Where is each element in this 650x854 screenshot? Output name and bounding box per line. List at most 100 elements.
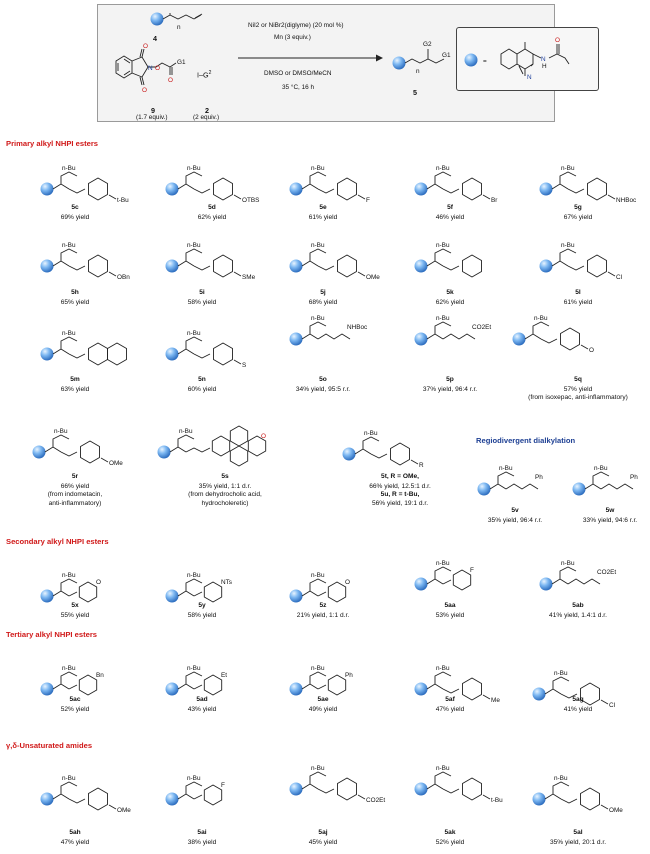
linker [370,453,388,459]
alkyl-chain [354,436,380,455]
compound-yield: 46% yield [435,213,465,221]
directing-group-sphere [414,682,428,696]
compound-id: 5c [71,204,79,211]
compound-yield: 66% yield [60,482,90,490]
alkyl-chain [52,671,78,690]
substituent-label: Et [221,672,227,679]
alkyl-chain [301,321,327,340]
compound-id: 5aa [444,602,456,609]
compound-id: 5w [605,507,615,514]
nhpi-ester-structure: O O N O O G1 [115,43,186,94]
alkyl-chain [177,171,203,190]
directing-group-sphere [539,577,553,591]
alkyl-chain [177,248,203,267]
alkyl-chain [551,171,577,190]
substituent-bond [357,271,366,277]
alkyl-chain [177,781,203,800]
substituent-bond [600,699,609,705]
structure-5x: n-BuO [40,572,101,603]
alkyl-chain [52,171,78,190]
side-chain [442,333,476,340]
substituent-bond [108,194,117,200]
structure-5z: n-BuO [289,572,350,603]
arene-ring [337,777,357,801]
n-butyl-label: n-Bu [62,165,76,172]
arene-ring [462,777,482,801]
n-butyl-label: n-Bu [187,775,201,782]
compound-id: 5q [574,376,582,383]
n-butyl-label: n-Bu [62,330,76,337]
compound-id: 5m [70,376,80,383]
product-structure: G2 G1 n [392,41,451,75]
saturated-ring [327,581,347,603]
alkyl-chain [177,336,203,355]
compound-yield: 45% yield [308,838,338,846]
structure-5t: n-BuR [342,430,424,469]
steroid-ring [229,445,249,467]
directing-group-sphere [157,445,171,459]
section-primary: Primary alkyl NHPI esters [6,139,99,148]
linker [68,591,78,597]
directing-group-sphere [532,687,546,701]
linker [68,798,86,804]
section-secondary: Secondary alkyl NHPI esters [6,537,109,546]
substituent-bond [108,271,117,277]
reaction-arrow [238,54,383,62]
substituent-label: O [345,579,350,586]
substituent-label: OBn [117,274,130,281]
substituent-label: t-Bu [117,197,129,204]
structure-5ak: n-But-Bu [414,765,503,804]
compound-yield: 63% yield [60,385,90,393]
compound-id: 5y [198,602,206,609]
directing-group-sphere [165,259,179,273]
substituent-bond [100,457,109,463]
substituent-label: SMe [242,274,256,281]
linker [68,188,86,194]
arene-ring [213,177,233,201]
alkyl-chain [544,781,570,800]
substituent-label: Me [491,697,500,704]
substituent-label: F [366,197,370,204]
compound-id: 5z [319,602,327,609]
g1-label: G1 [177,59,186,66]
directing-group-sphere [342,447,356,461]
arene-ring [580,682,600,706]
iodide-equiv: (2 equiv.) [193,114,220,121]
alkyl-chain [489,471,515,490]
arene-ring [88,254,108,278]
compound-yield: 47% yield [60,838,90,846]
linker [540,338,558,344]
arene-ring [337,177,357,201]
compound-yield: 58% yield [187,611,217,619]
arene-ring [580,787,600,811]
substituent-label: F [470,567,474,574]
arene-ring [462,677,482,701]
compound-id: 5ab [572,602,584,609]
n-butyl-label: n-Bu [54,428,68,435]
arene-ring [337,254,357,278]
directing-group-sphere [512,332,526,346]
substituent-bond [108,804,117,810]
compound-yield: 53% yield [435,611,465,619]
saturated-ring [203,784,223,806]
compound-yield: 52% yield [60,705,90,713]
linker [193,591,203,597]
directing-group-sphere [40,589,54,603]
label-5m: 5m 63% yield [60,376,90,393]
structure-5q: n-BuO [512,315,594,354]
substituent-bond [233,194,242,200]
